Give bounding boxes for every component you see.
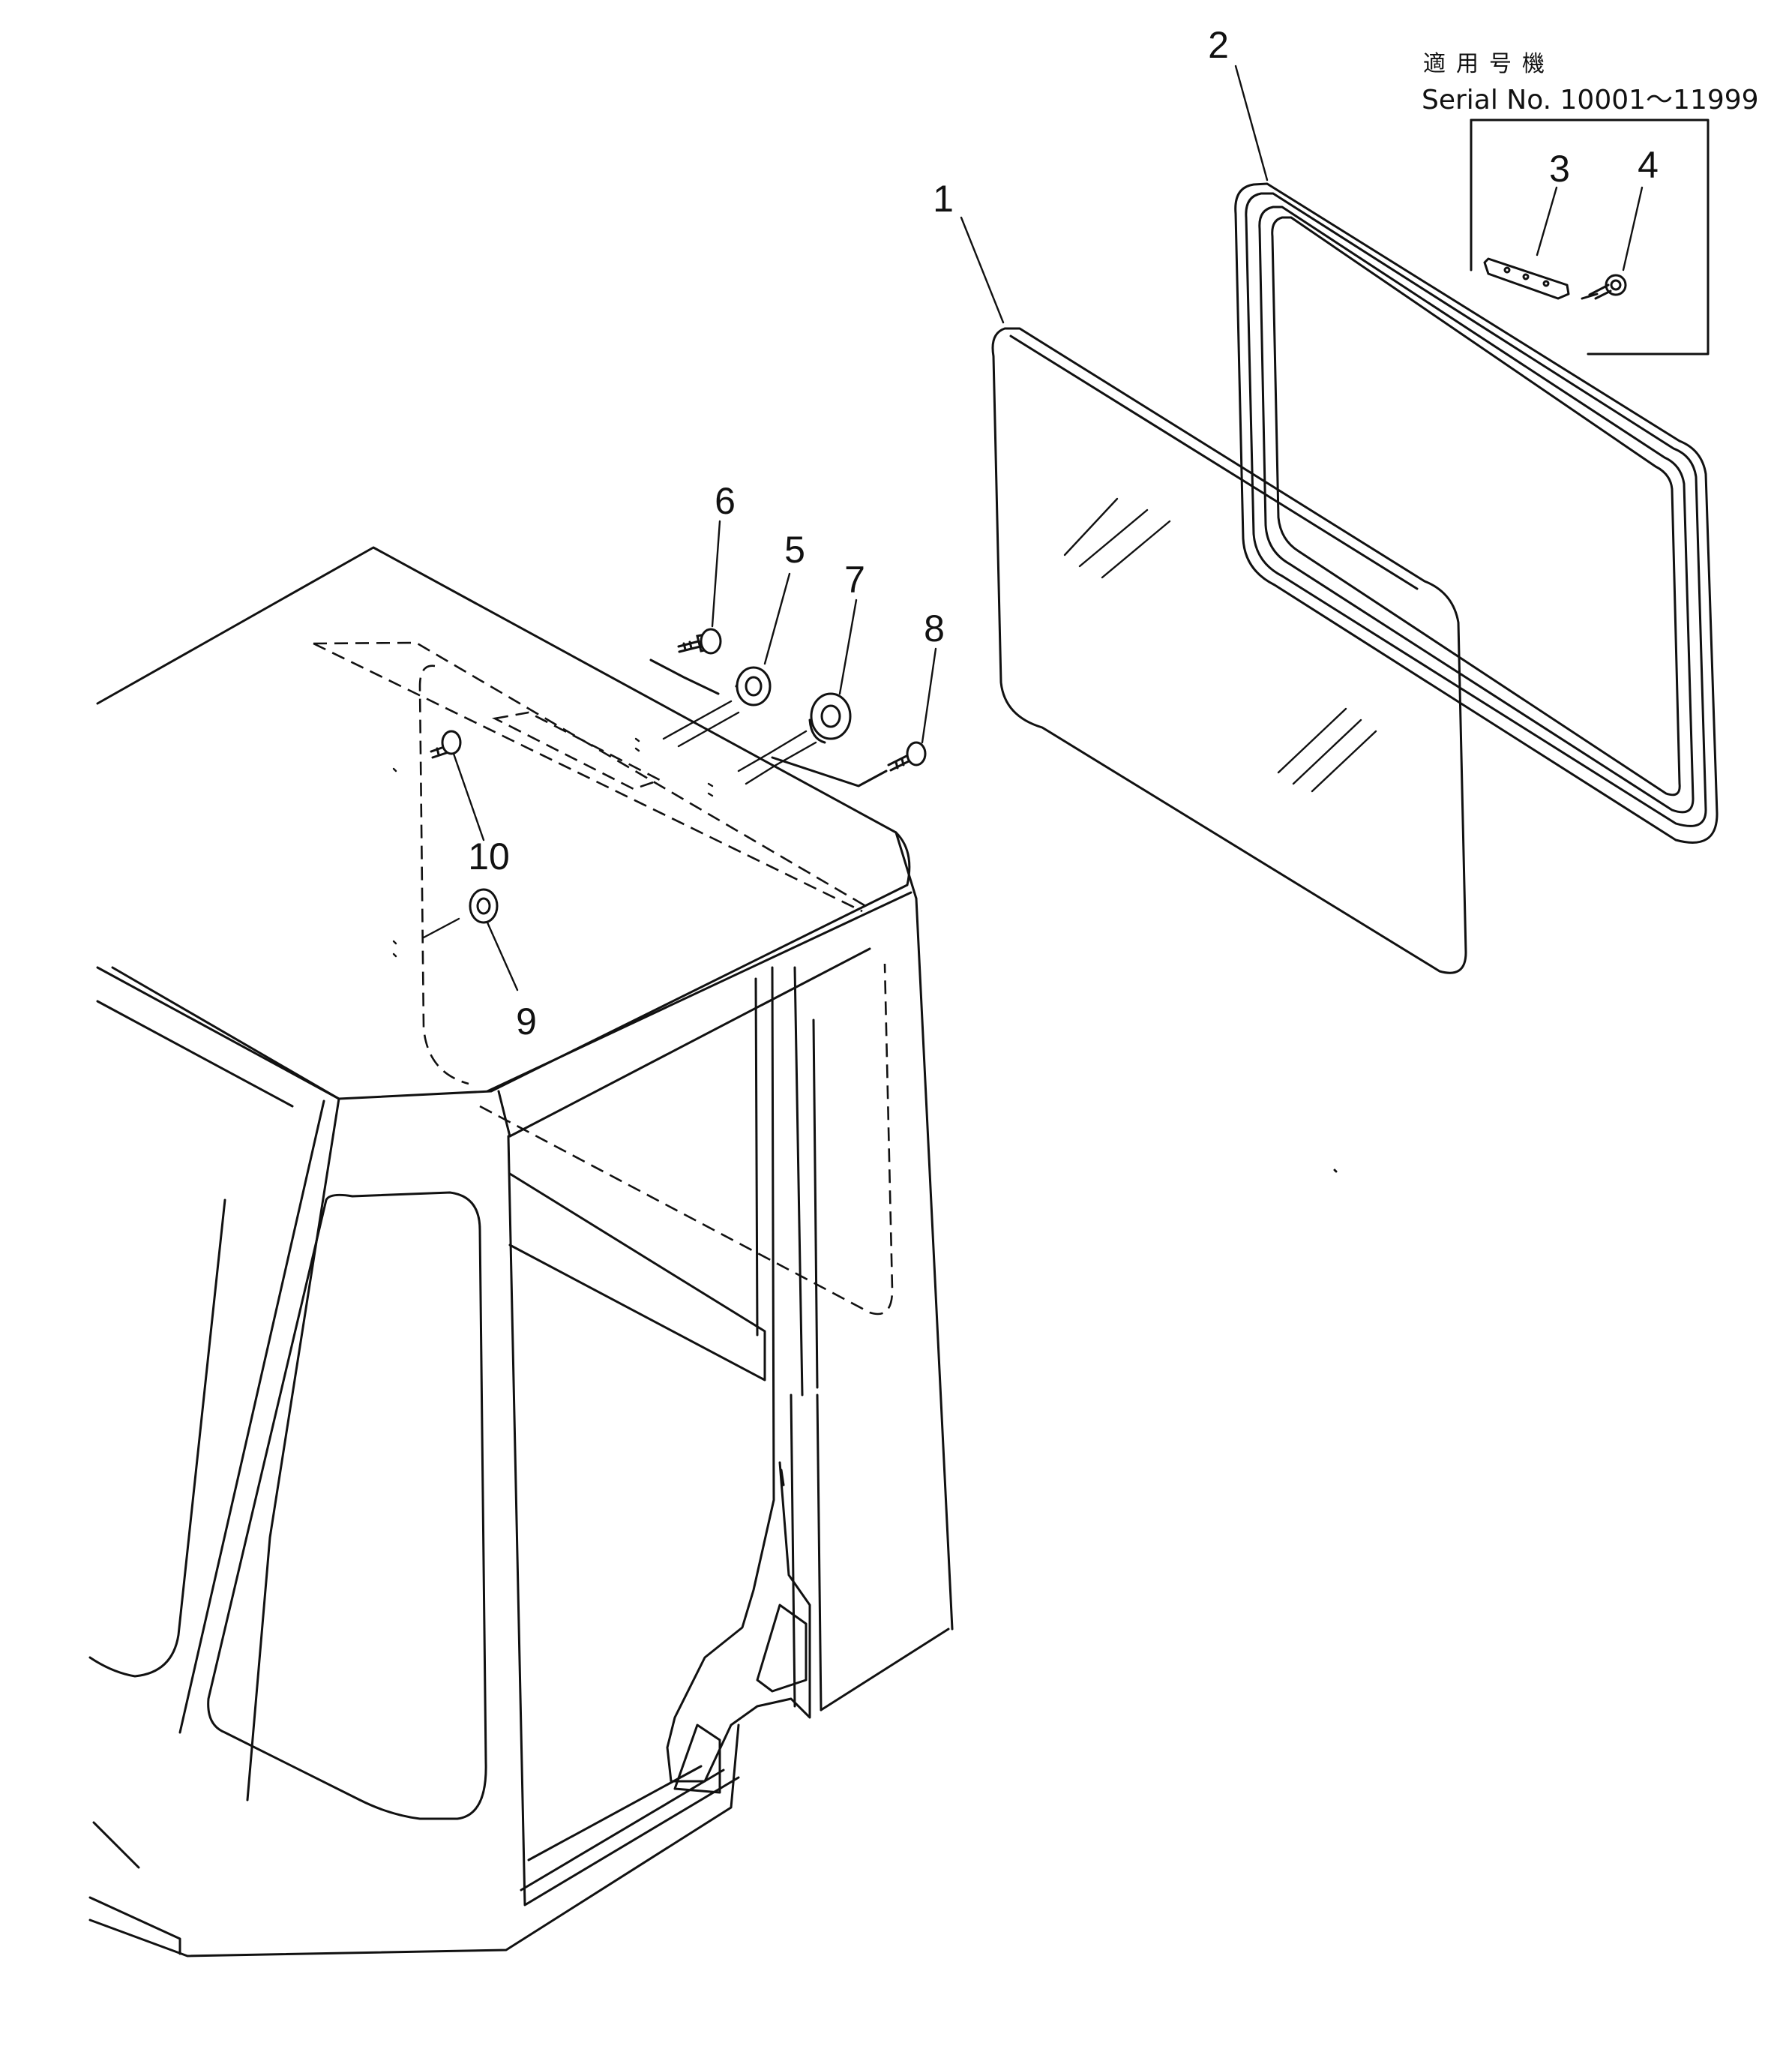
callout-8: 8 xyxy=(924,608,945,650)
spacer-5 xyxy=(735,666,772,706)
roof-window-dashed-outline xyxy=(313,641,894,1316)
serial-note-range: Serial No. 10001～11999 xyxy=(1422,85,1759,116)
cab-body xyxy=(88,546,1338,1958)
weatherstrip-frame xyxy=(1234,182,1719,844)
callout-10: 10 xyxy=(468,836,510,878)
callout-leaders xyxy=(452,64,1644,992)
spacer-7 xyxy=(808,692,852,744)
serial-note-title: 適用号機 xyxy=(1423,51,1555,77)
callout-7: 7 xyxy=(844,559,865,601)
callout-3: 3 xyxy=(1549,148,1570,190)
callout-4: 4 xyxy=(1638,144,1659,186)
spacer-9 xyxy=(469,888,499,924)
serial-note-box xyxy=(1470,118,1710,356)
callout-5: 5 xyxy=(784,529,805,571)
bolt-10 xyxy=(430,730,462,759)
callout-2: 2 xyxy=(1208,24,1229,66)
callout-6: 6 xyxy=(715,480,736,522)
callout-9: 9 xyxy=(516,1000,537,1042)
bolt-8 xyxy=(887,741,927,772)
glass-panel xyxy=(991,327,1467,974)
bolt-6 xyxy=(677,628,722,655)
hardware-parts xyxy=(392,628,927,958)
callout-1: 1 xyxy=(933,178,954,220)
